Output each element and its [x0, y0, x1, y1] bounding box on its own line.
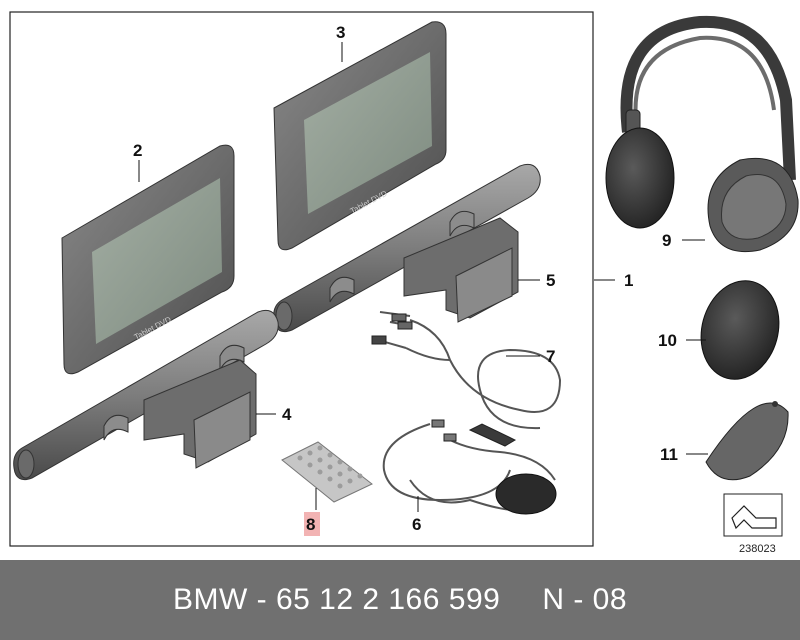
figure-number: 238023 — [739, 543, 776, 555]
revision-code: N - 08 — [542, 583, 628, 616]
tablet-3-illustration: Tablet DVD — [273, 21, 447, 251]
callout-3: 3 — [336, 23, 345, 42]
cover-11-illustration — [705, 401, 789, 481]
holder-5-illustration — [273, 163, 541, 333]
parts-diagram: Tablet DVD Tablet DVD — [9, 11, 799, 555]
callout-2: 2 — [133, 141, 142, 160]
assembly-frame — [9, 11, 594, 547]
arrow-icon — [731, 505, 777, 530]
headphones-9-illustration — [605, 15, 799, 253]
remote-8-illustration — [281, 441, 373, 503]
holder-4-illustration — [13, 309, 279, 481]
callout-6: 6 — [412, 515, 421, 534]
callout-1: 1 — [624, 271, 633, 290]
callout-5: 5 — [546, 271, 555, 290]
cable-6-illustration — [382, 419, 557, 515]
callout-8-highlight — [304, 512, 320, 536]
callout-lines — [138, 42, 708, 512]
figure-reference-box — [723, 493, 783, 537]
callout-4: 4 — [282, 405, 292, 424]
cable-7-illustration — [371, 311, 562, 430]
callout-11: 11 — [660, 445, 678, 464]
callout-9: 9 — [662, 231, 671, 250]
footer-text: BMW - 65 12 2 166 599 N - 08 — [173, 583, 627, 617]
callout-10: 10 — [658, 331, 677, 350]
footer-bar: BMW - 65 12 2 166 599 N - 08 — [0, 560, 800, 640]
earpad-10-illustration — [700, 280, 780, 380]
callout-7: 7 — [546, 347, 555, 366]
callout-8: 8 — [306, 515, 315, 534]
part-number: BMW - 65 12 2 166 599 — [172, 583, 501, 616]
tablet-2-illustration: Tablet DVD — [61, 144, 235, 375]
